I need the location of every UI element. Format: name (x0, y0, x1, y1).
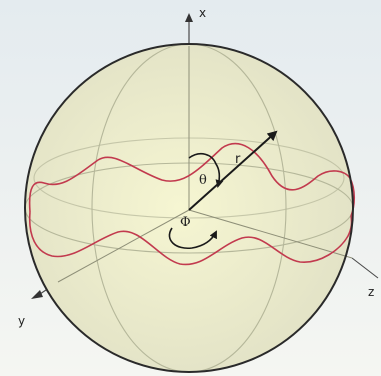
wave-ring (28, 142, 356, 266)
wave-upper (28, 142, 356, 217)
y-axis-arrowhead (31, 290, 43, 299)
radius-label: r (235, 152, 241, 167)
x-axis-arrowhead (185, 13, 193, 22)
radius-vector (188, 130, 278, 211)
theta-arc (188, 152, 224, 188)
sphere-outline (24, 43, 354, 373)
theta-label: θ (199, 173, 207, 188)
z-axis-label: z (368, 285, 374, 299)
y-axis-label: y (18, 314, 25, 328)
z-axis-line (351, 257, 379, 279)
x-axis-label: x (199, 6, 206, 20)
wave-lower (28, 211, 353, 266)
phi-arc (168, 227, 217, 250)
internal-z-axis (188, 209, 353, 259)
phi-label: Φ (180, 215, 191, 230)
internal-y-axis (57, 209, 190, 283)
